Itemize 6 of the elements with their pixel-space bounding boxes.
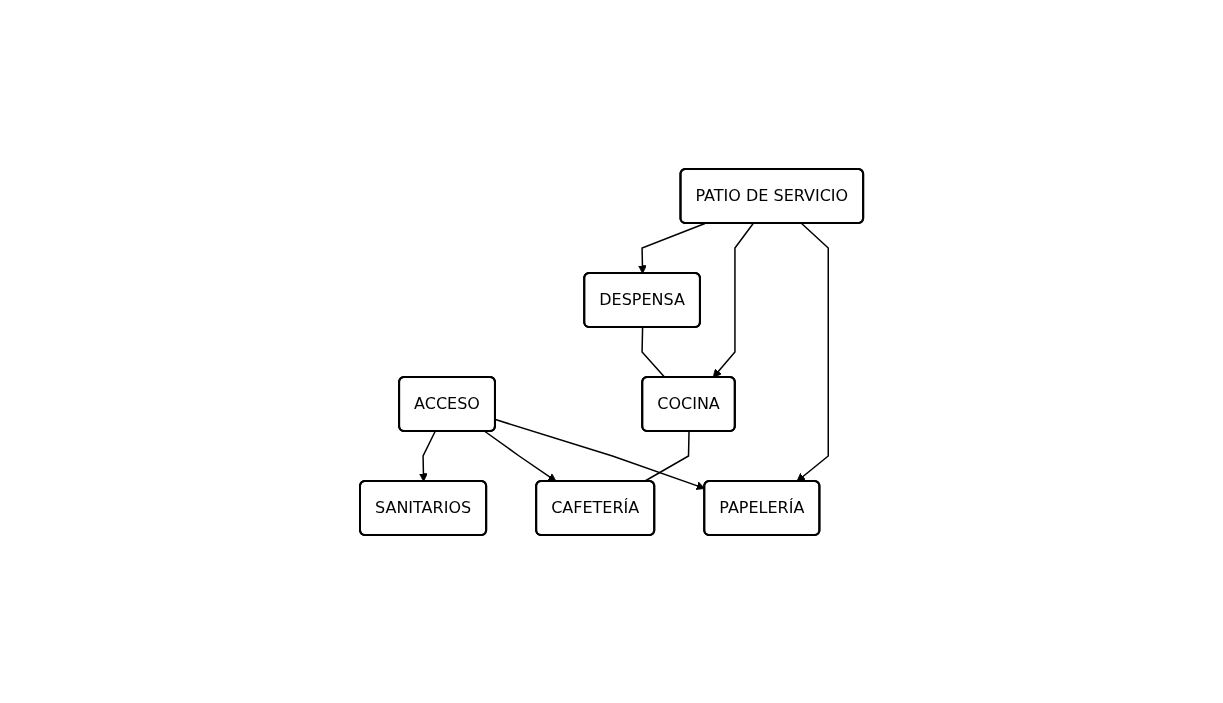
arrow <box>418 430 436 482</box>
arrow <box>712 222 754 378</box>
arrow <box>796 222 829 482</box>
arrow <box>637 222 706 274</box>
connector <box>641 326 666 378</box>
arrow <box>484 430 557 482</box>
